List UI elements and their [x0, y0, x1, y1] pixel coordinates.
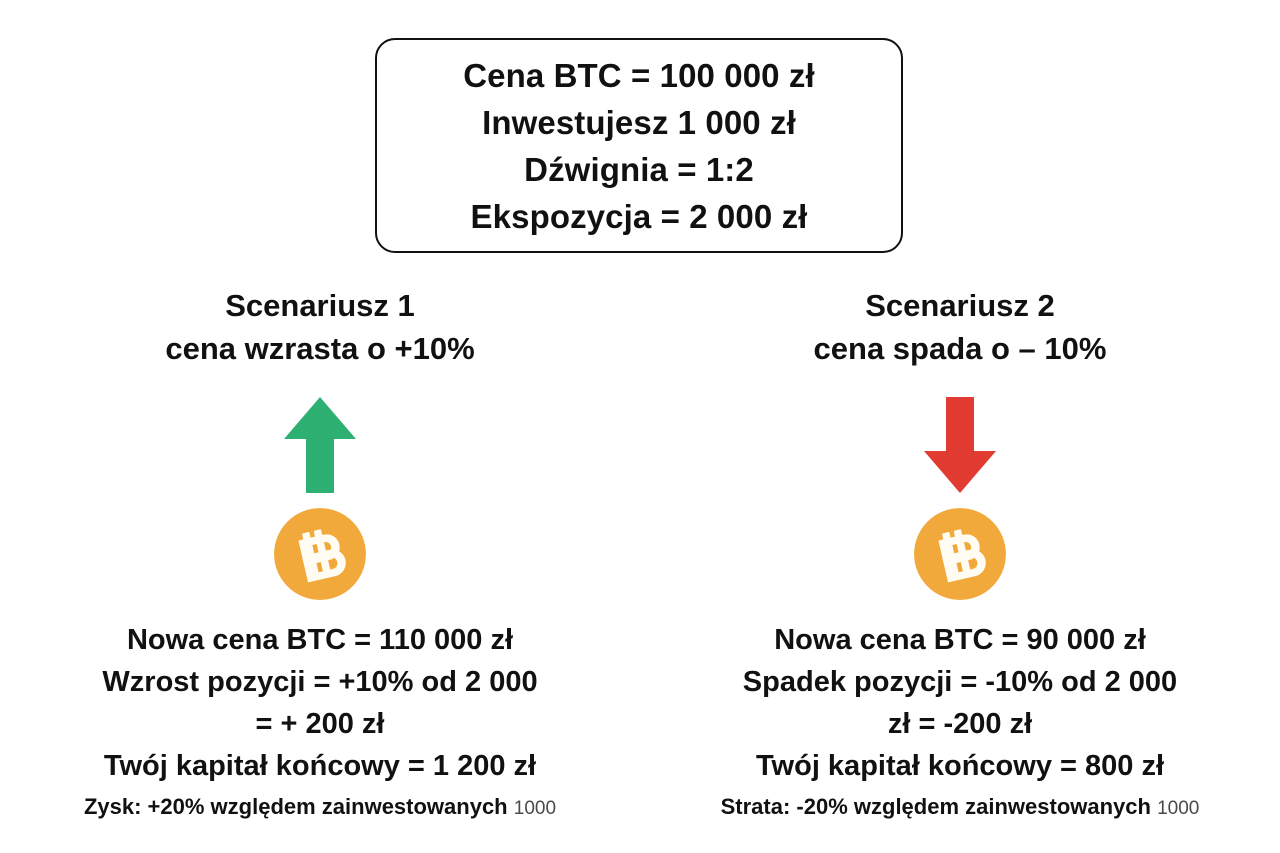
bitcoin-coin-icon	[274, 508, 366, 600]
scenario-1-coin	[274, 507, 366, 601]
scenario-1-column: Scenariusz 1 cena wzrasta o +10% Nowa ce…	[0, 285, 640, 825]
scenario-1-note-amount: 1000	[513, 798, 557, 819]
arrow-up-icon	[284, 397, 356, 493]
scenario-2-result-new-price: Nowa cena BTC = 90 000 zł	[774, 624, 1146, 656]
scenario-2-note-amount: 1000	[1157, 798, 1200, 819]
scenario-columns: Scenariusz 1 cena wzrasta o +10% Nowa ce…	[0, 285, 1280, 825]
parameter-line-exposure: Ekspozycja = 2 000 zł	[470, 197, 808, 235]
parameter-line-price: Cena BTC = 100 000 zł	[463, 56, 815, 94]
scenario-1-note: Zysk: +20% względem zainwestowanych 1000	[84, 791, 556, 825]
scenario-2-coin	[914, 507, 1006, 601]
parameter-line-invest: Inwestujesz 1 000 zł	[482, 103, 796, 141]
scenario-2-note-text: Strata: -20% względem zainwestowanych	[720, 794, 1151, 819]
scenario-1-note-text: Zysk: +20% względem zainwestowanych	[83, 794, 508, 819]
scenario-2-result-position-change: Spadek pozycji = -10% od 2 000	[742, 666, 1178, 698]
scenario-1-title: Scenariusz 1	[225, 288, 415, 323]
scenario-2-subtitle: cena spada o – 10%	[813, 331, 1107, 366]
scenario-2-column: Scenariusz 2 cena spada o – 10% Nowa cen…	[640, 285, 1280, 825]
scenario-1-result-final-capital: Twój kapitał końcowy = 1 200 zł	[103, 750, 537, 782]
parameter-line-leverage: Dźwignia = 1:2	[524, 150, 754, 188]
scenario-1-result-position-change: Wzrost pozycji = +10% od 2 000	[102, 666, 538, 698]
scenario-2-result-position-amount: zł = -200 zł	[887, 708, 1033, 740]
scenario-2-title: Scenariusz 2	[865, 288, 1055, 323]
scenario-2-result-final-capital: Twój kapitał końcowy = 800 zł	[755, 750, 1164, 782]
scenario-1-result-position-amount: = + 200 zł	[255, 708, 385, 740]
scenario-2-arrow	[922, 395, 998, 495]
scenario-1-results: Nowa cena BTC = 110 000 zł Wzrost pozycj…	[84, 619, 556, 825]
arrow-down-icon	[924, 397, 996, 493]
scenario-1-subtitle: cena wzrasta o +10%	[165, 331, 475, 366]
bitcoin-coin-icon	[914, 508, 1006, 600]
scenario-1-result-new-price: Nowa cena BTC = 110 000 zł	[126, 624, 514, 656]
scenario-1-arrow	[282, 395, 358, 495]
scenario-2-note: Strata: -20% względem zainwestowanych 10…	[721, 791, 1200, 825]
parameters-box: Cena BTC = 100 000 zł Inwestujesz 1 000 …	[375, 38, 903, 253]
scenario-2-results: Nowa cena BTC = 90 000 zł Spadek pozycji…	[721, 619, 1200, 825]
